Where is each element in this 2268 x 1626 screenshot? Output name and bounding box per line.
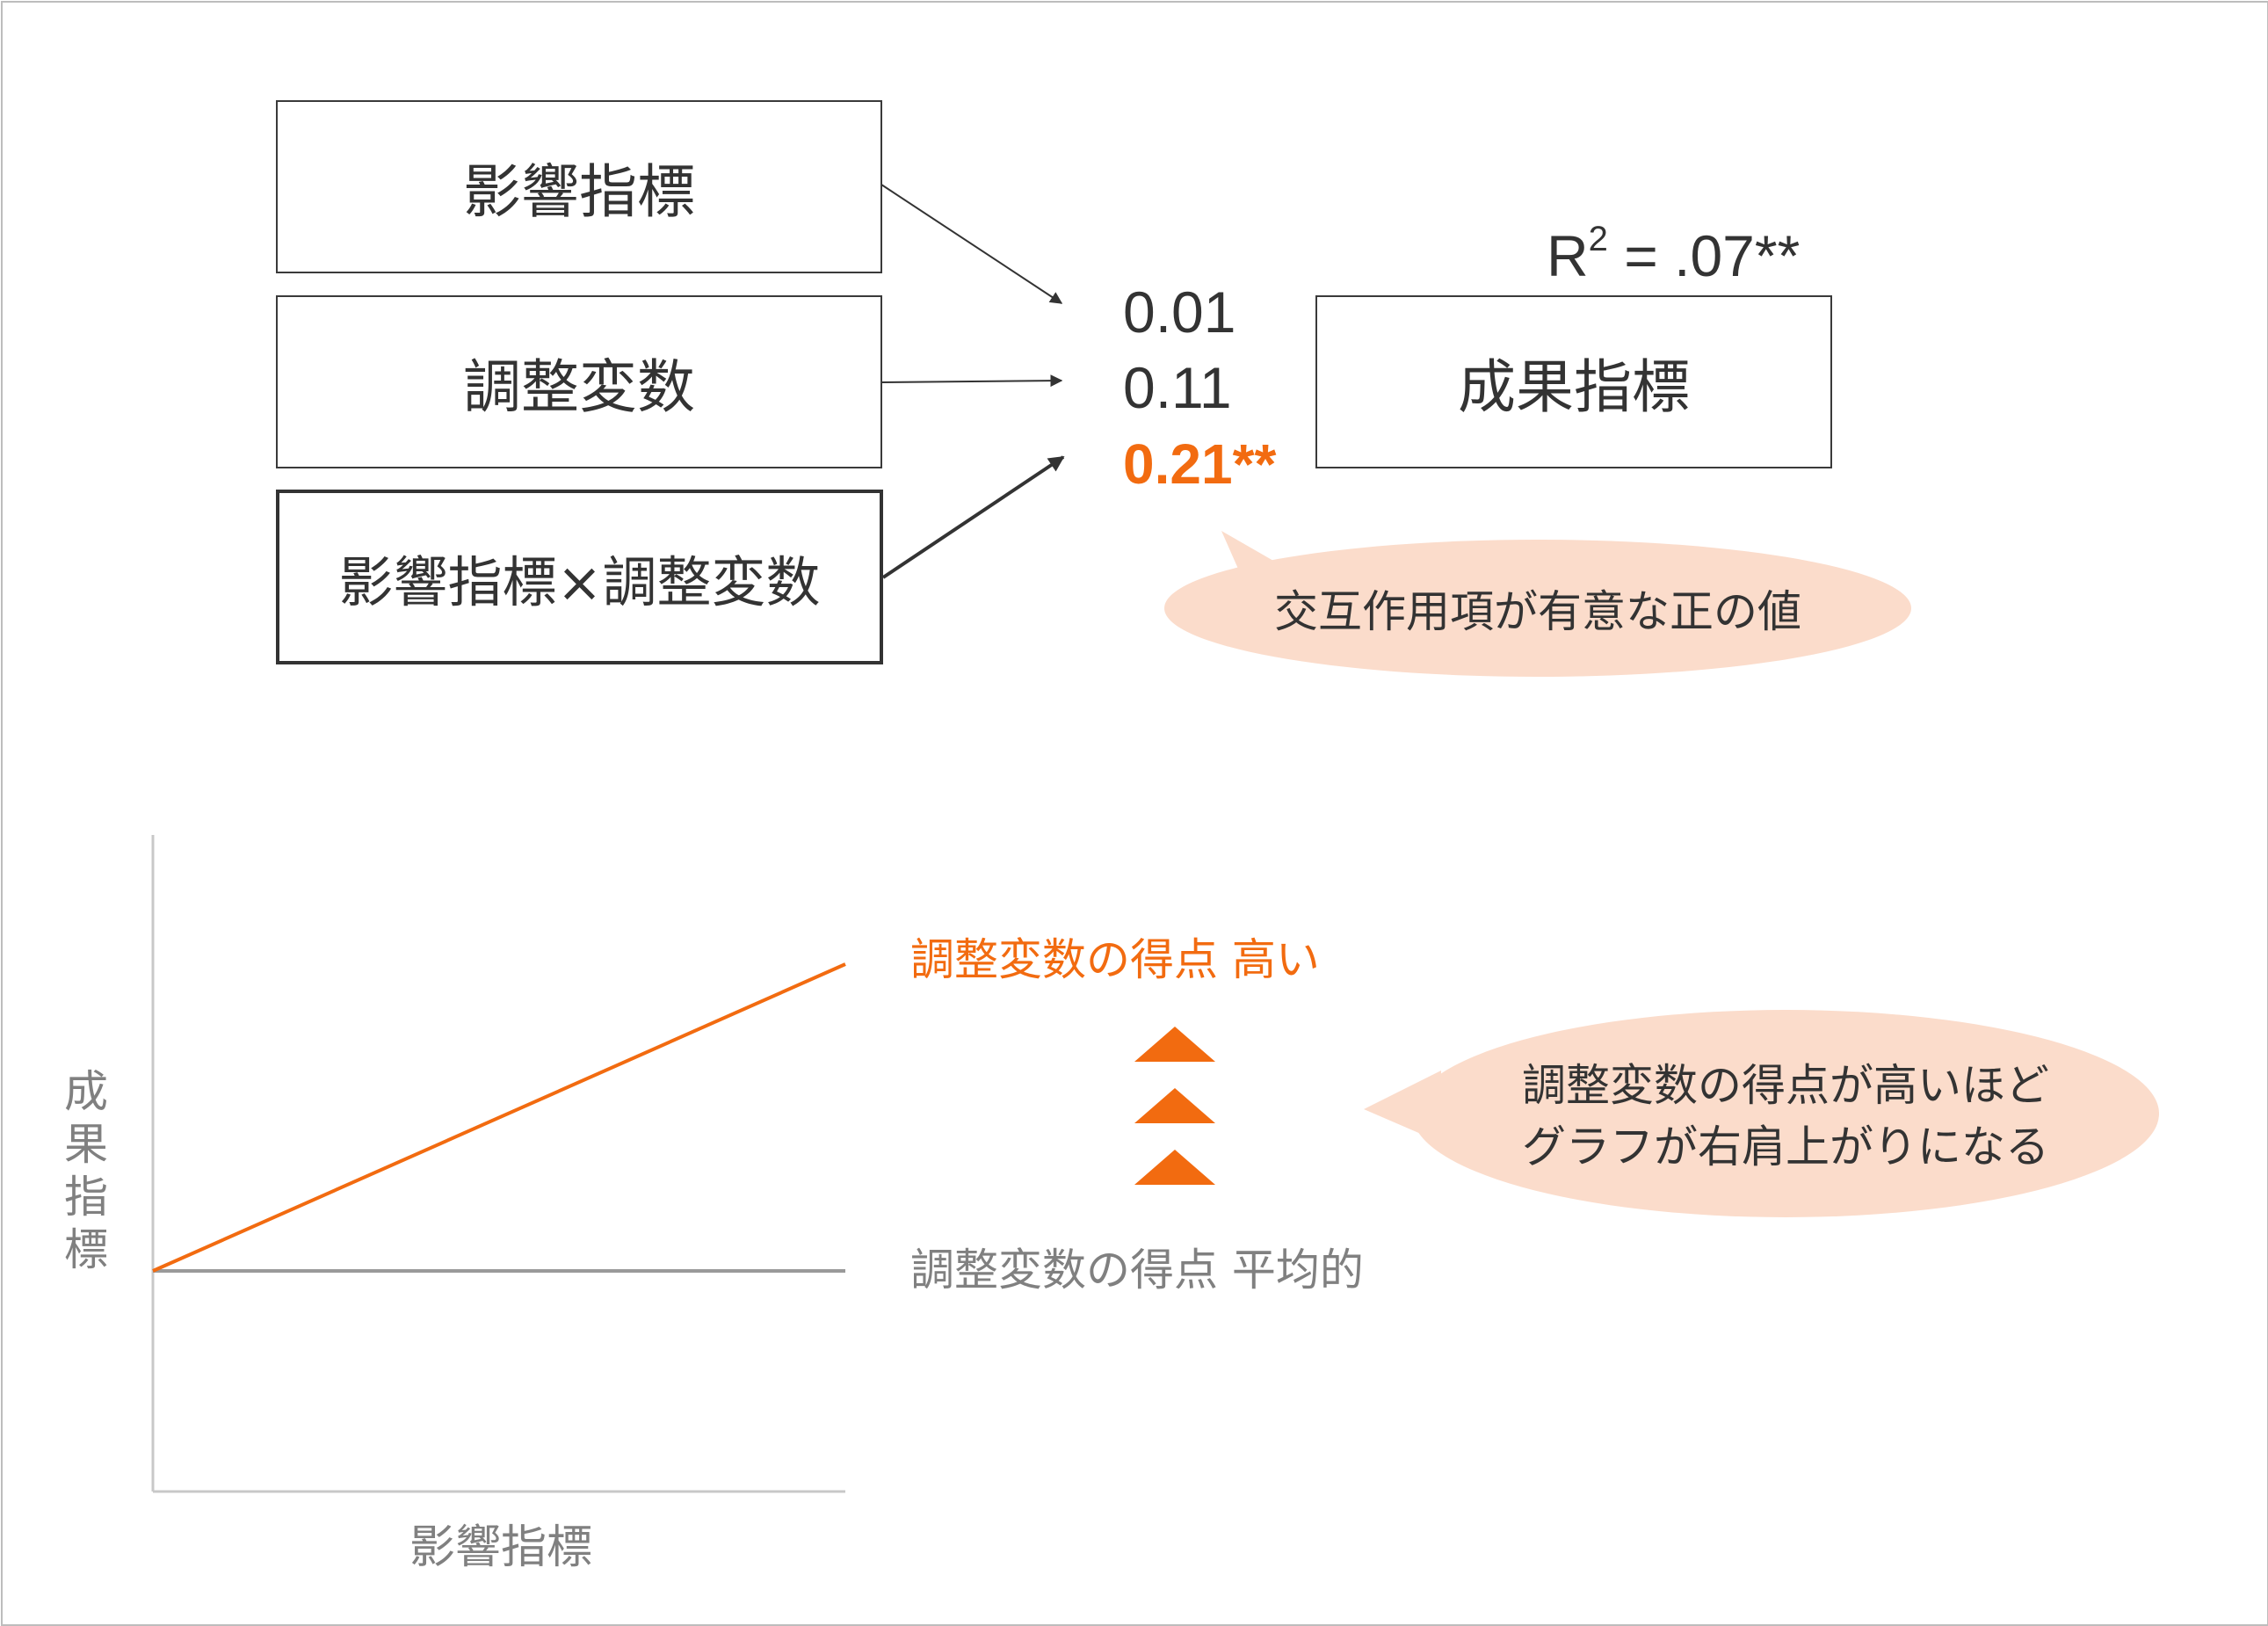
line-high-label: 調整変数の得点 高い <box>910 934 1320 985</box>
arrow-influence <box>880 184 1063 304</box>
r-squared: R2 = .07** <box>1547 220 1801 288</box>
box-moderator: 調整変数 <box>276 295 882 468</box>
callout-top-text: 交互作用項が有意な正の値 <box>1274 586 1801 637</box>
callout-bottom-line: グラフが右肩上がりになる <box>1522 1122 2049 1172</box>
coef-moderator: 0.11 <box>1123 355 1232 420</box>
callout-bubble-bottom <box>1364 1010 2159 1217</box>
coef-interaction: 0.21** <box>1123 432 1277 496</box>
line-average-label: 調整変数の得点 平均的 <box>910 1245 1364 1296</box>
up-triangle-icon <box>1134 1088 1215 1123</box>
y-axis-label: 成 果 指 標 <box>64 1066 108 1275</box>
x-axis-label: 影響指標 <box>409 1521 593 1574</box>
callout-bubble-top <box>1164 531 1911 677</box>
coef-influence: 0.01 <box>1123 279 1236 345</box>
up-triangle-icon <box>1134 1150 1215 1185</box>
callout-bottom-text: 調整変数の得点が高いほど グラフが右肩上がりになる <box>1434 1055 2137 1178</box>
up-triangle-icon <box>1134 1027 1215 1062</box>
box-outcome-index: 成果指標 <box>1315 295 1832 468</box>
arrow-interaction <box>881 455 1065 579</box>
box-interaction-term: 影響指標×調整変数 <box>276 490 883 664</box>
box-influence-index: 影響指標 <box>276 100 882 273</box>
arrow-moderator <box>880 374 1063 388</box>
callout-bottom-line: 調整変数の得点が高いほど <box>1522 1060 2049 1111</box>
line-high <box>152 962 846 1273</box>
